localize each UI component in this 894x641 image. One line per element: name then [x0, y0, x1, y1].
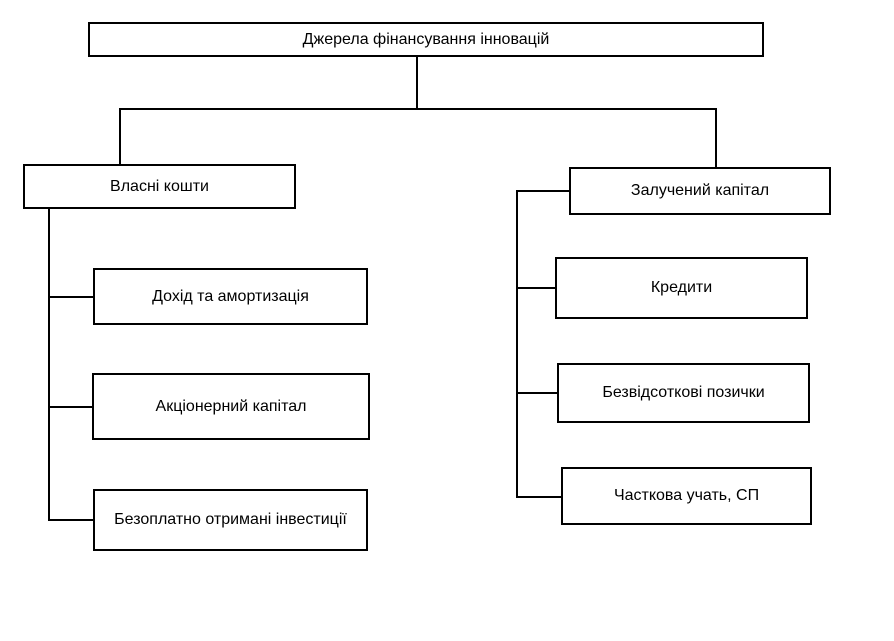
branch-node-label: Залучений капітал [630, 182, 770, 199]
child-node-partial-participation: Часткова учать, СП [561, 467, 812, 525]
child-node-label: Безвідсоткові позички [602, 384, 765, 401]
child-node-label: Кредити [650, 279, 713, 296]
child-node-income-amortization: Дохід та амортизація [93, 268, 368, 325]
branch-node-label: Власні кошти [110, 177, 209, 195]
child-node-label: Часткова учать, СП [613, 487, 760, 504]
child-node-free-investments: Безоплатно отримані інвестиції [93, 489, 368, 551]
child-node-share-capital: Акціонерний капітал [92, 373, 370, 440]
root-node-title: Джерела фінансування інновацій [88, 22, 764, 57]
child-node-interest-free-loans: Безвідсоткові позички [557, 363, 810, 423]
root-node-label: Джерела фінансування інновацій [302, 30, 550, 48]
child-node-label: Безоплатно отримані інвестиції [114, 511, 347, 528]
child-node-credits: Кредити [555, 257, 808, 319]
child-node-label: Акціонерний капітал [155, 397, 307, 415]
child-node-label: Дохід та амортизація [152, 287, 309, 305]
branch-node-own-funds: Власні кошти [23, 164, 296, 209]
branch-node-attracted-capital: Залучений капітал [569, 167, 831, 215]
